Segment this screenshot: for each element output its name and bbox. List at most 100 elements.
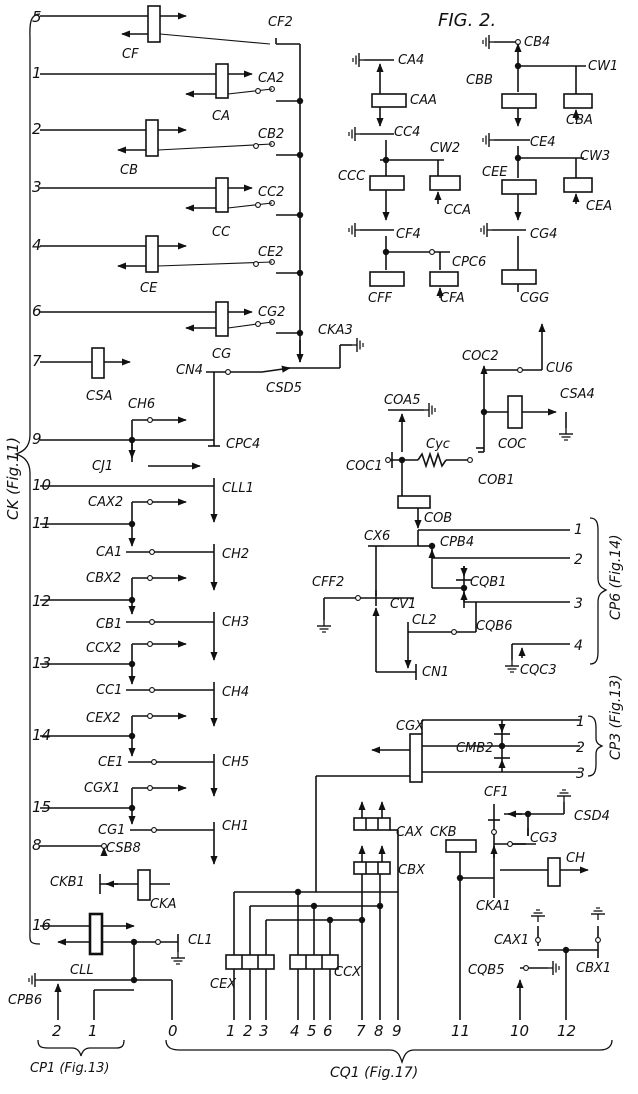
bottom-terminal-8: 8 — [374, 1022, 384, 1040]
ck-group-label: CK (Fig.11) — [4, 437, 22, 520]
cf4-label: CF4 — [396, 227, 421, 242]
cn1-label: CN1 — [422, 665, 449, 680]
cc2-label: CC2 — [258, 185, 284, 200]
cq1-brace — [165, 1039, 613, 1065]
cbb-label: CBB — [466, 73, 493, 88]
bottom-terminal-1: 1 — [226, 1022, 236, 1040]
bottom-terminal-4: 4 — [290, 1022, 300, 1040]
left-middle-circuit: CSA CN4 CPC4 CH6 CJ1 CLL1 CAX2 CA1 CH2 C… — [8, 347, 291, 1040]
bottom-terminal-3: 3 — [259, 1022, 269, 1040]
cqb5-label: CQB5 — [468, 963, 505, 978]
ch6-label: CH6 — [128, 397, 155, 412]
coc1-label: COC1 — [346, 459, 383, 474]
ce4-label: CE4 — [530, 135, 556, 150]
cpc4-label: CPC4 — [226, 437, 260, 452]
cq1-group-label: CQ1 (Fig.17) — [330, 1065, 418, 1081]
bottom-terminal-2: 2 — [243, 1022, 253, 1040]
terminal-15: 15 — [32, 798, 51, 816]
terminal-11: 11 — [32, 514, 51, 532]
terminal-5: 5 — [32, 8, 42, 26]
ch4-label: CH4 — [222, 685, 249, 700]
top-right-relays: CA4 CAA CC4 CW2 CCC CCA CF4 CPC6 CFF CFA… — [338, 34, 618, 306]
terminal-10: 10 — [32, 476, 51, 494]
cb1-label: CB1 — [96, 617, 122, 632]
cfa-label: CFA — [440, 291, 465, 306]
cqc3-label: CQC3 — [520, 663, 557, 678]
terminal-14: 14 — [32, 726, 51, 744]
cp1-terminal-2: 2 — [52, 1022, 62, 1040]
csb8-label: CSB8 — [106, 841, 141, 856]
cf2-label: CF2 — [268, 15, 293, 30]
cc4-label: CC4 — [394, 125, 420, 140]
cj1-label: CJ1 — [92, 459, 113, 474]
terminal-13: 13 — [32, 654, 51, 672]
terminal-7: 7 — [32, 352, 42, 370]
cp3-terminal-1: 1 — [576, 714, 585, 730]
bottom-terminal-5: 5 — [307, 1022, 317, 1040]
cpc6-label: CPC6 — [452, 255, 486, 270]
cob-label: COB — [424, 511, 452, 526]
ch-label: CH — [566, 851, 585, 866]
csd4-label: CSD4 — [574, 809, 610, 824]
cc1-label: CC1 — [96, 683, 122, 698]
coc-label: COC — [498, 437, 527, 452]
cp6-group-label: CP6 (Fig.14) — [608, 534, 624, 620]
cg-label: CG — [212, 347, 231, 362]
csd5-label: CSD5 — [266, 381, 302, 396]
csa-label: CSA — [86, 389, 112, 404]
cb2-label: CB2 — [258, 127, 284, 142]
cll1-label: CLL1 — [222, 481, 254, 496]
ccc-label: CCC — [338, 169, 366, 184]
cob1-label: COB1 — [478, 473, 515, 488]
cg4-label: CG4 — [530, 227, 557, 242]
right-middle-circuit: COC2 CU6 COC CSA4 COA5 COC1 Cyc COB1 COB… — [312, 323, 595, 680]
cp6-brace — [589, 517, 608, 665]
bottom-terminal-6: 6 — [323, 1022, 333, 1040]
ch5-label: CH5 — [222, 755, 249, 770]
cff-label: CFF — [368, 291, 393, 306]
cgx-label: CGX — [396, 719, 425, 734]
cl1-label: CL1 — [188, 933, 213, 948]
terminal-8: 8 — [32, 836, 42, 854]
cex2-label: CEX2 — [86, 711, 120, 726]
cbx-label: CBX — [398, 863, 426, 878]
terminal-6: 6 — [32, 302, 42, 320]
terminal-2: 2 — [32, 120, 42, 138]
cu6-label: CU6 — [546, 361, 573, 376]
cf1-label: CF1 — [484, 785, 509, 800]
cmb2-label: CMB2 — [456, 741, 493, 756]
cp3-group-label: CP3 (Fig.13) — [608, 674, 624, 760]
ckb-label: CKB — [430, 825, 457, 840]
cl2-label: CL2 — [412, 613, 437, 628]
bottom-right-circuit: CKB CF1 CG3 CKA1 CSD4 CH CAX1 CBX1 CQB5 — [430, 785, 611, 1020]
ccx2-label: CCX2 — [86, 641, 121, 656]
bottom-terminal-labels: 0 1 2 3 4 5 6 7 8 9 11 10 12 — [168, 1022, 576, 1040]
cw3-label: CW3 — [580, 149, 610, 164]
cp6-terminal-1: 1 — [574, 522, 583, 538]
terminal-12: 12 — [32, 592, 51, 610]
cp3-terminal-3: 3 — [576, 766, 585, 782]
ce1-label: CE1 — [98, 755, 124, 770]
bottom-terminal-10: 10 — [510, 1022, 529, 1040]
ccx-label: CCX — [334, 965, 362, 980]
terminal-1: 1 — [32, 64, 42, 82]
cax2-label: CAX2 — [88, 495, 123, 510]
terminal-3: 3 — [32, 178, 42, 196]
bottom-terminal-12: 12 — [557, 1022, 576, 1040]
cpb6-label: CPB6 — [8, 993, 42, 1008]
figure-title: FIG. 2. — [438, 10, 496, 31]
cf-label: CF — [122, 47, 139, 62]
cyc-label: Cyc — [426, 437, 450, 452]
cee-label: CEE — [482, 165, 508, 180]
terminal-16: 16 — [32, 916, 51, 934]
ca4-label: CA4 — [398, 53, 424, 68]
cp1-group-label: CP1 (Fig.13) — [30, 1061, 109, 1076]
ce-label: CE — [140, 281, 158, 296]
cbx2-label: CBX2 — [86, 571, 121, 586]
bottom-terminal-9: 9 — [392, 1022, 402, 1040]
cka-label: CKA — [150, 897, 177, 912]
cax1-label: CAX1 — [494, 933, 529, 948]
ckb1-label: CKB1 — [50, 875, 85, 890]
coa5-label: COA5 — [384, 393, 420, 408]
caa-label: CAA — [410, 93, 437, 108]
